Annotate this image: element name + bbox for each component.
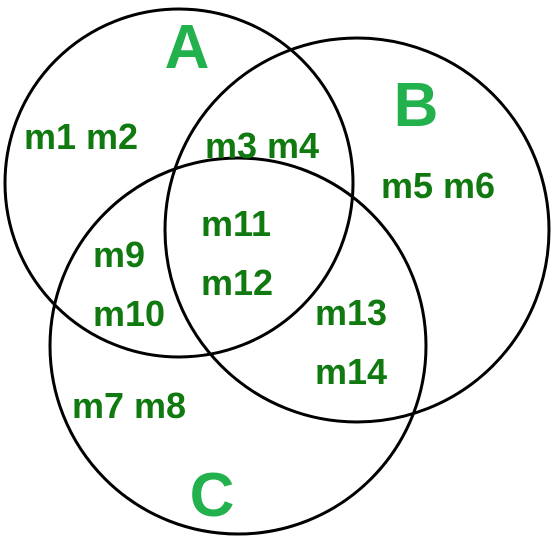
region-b-c-line-2: m14 bbox=[315, 351, 387, 392]
region-b-c-line-1: m13 bbox=[315, 292, 387, 333]
set-a-label: A bbox=[165, 13, 210, 82]
set-a-circle bbox=[3, 7, 355, 359]
region-a-c-line-2: m10 bbox=[93, 293, 165, 334]
region-c-only: m7 m8 bbox=[72, 385, 186, 426]
region-a-b-c-line-1: m11 bbox=[201, 203, 271, 244]
set-b-circle bbox=[163, 36, 551, 424]
set-c-label: C bbox=[190, 461, 235, 530]
region-a-c-line-1: m9 bbox=[93, 234, 145, 275]
region-a-only: m1 m2 bbox=[24, 116, 138, 157]
region-a-b-c-line-2: m12 bbox=[201, 262, 273, 303]
set-c-circle bbox=[48, 156, 428, 536]
region-b-only: m5 m6 bbox=[381, 165, 495, 206]
region-a-b: m3 m4 bbox=[205, 125, 319, 166]
set-b-label: B bbox=[394, 71, 439, 140]
